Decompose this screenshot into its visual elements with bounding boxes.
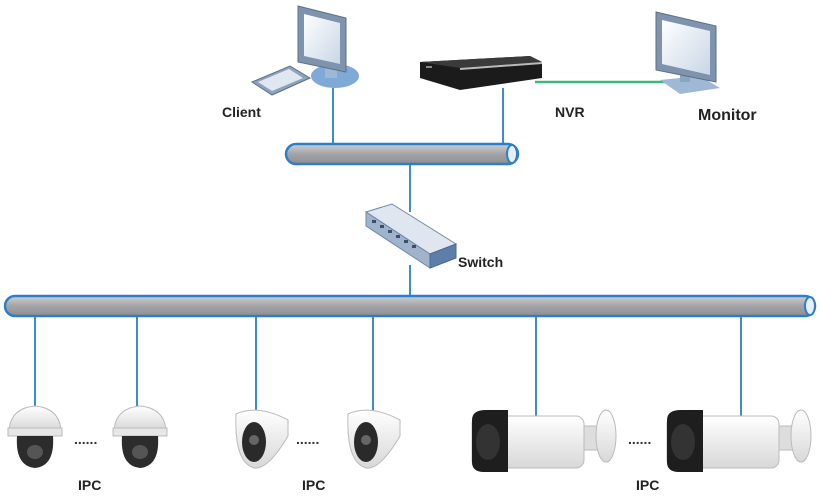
- monitor-icon: [655, 11, 720, 94]
- bullet-camera-icon: [666, 409, 812, 472]
- nvr-label: NVR: [555, 104, 585, 120]
- ipc-label: IPC: [302, 477, 325, 493]
- turret-camera-icon: [347, 409, 401, 469]
- nvr-device-icon: [420, 56, 542, 90]
- access-network-bus: [3, 294, 817, 318]
- ellipsis-dots: ......: [628, 431, 651, 447]
- ellipsis-dots: ......: [296, 431, 319, 447]
- bullet-camera-icon: [471, 409, 617, 472]
- monitor-label: Monitor: [698, 107, 757, 124]
- dome-camera-icon: [112, 405, 168, 468]
- dome-camera-icon: [7, 405, 63, 468]
- switch-label: Switch: [458, 254, 503, 270]
- turret-camera-icon: [235, 409, 289, 469]
- network-links: [34, 88, 742, 416]
- client-label: Client: [222, 104, 261, 120]
- ipc-label: IPC: [78, 477, 101, 493]
- switch-icon: [364, 203, 458, 269]
- client-computer-icon: [250, 5, 359, 96]
- keyboard-icon: [250, 65, 312, 96]
- ipc-label: IPC: [636, 477, 659, 493]
- core-network-bus: [284, 142, 520, 166]
- ellipsis-dots: ......: [74, 431, 97, 447]
